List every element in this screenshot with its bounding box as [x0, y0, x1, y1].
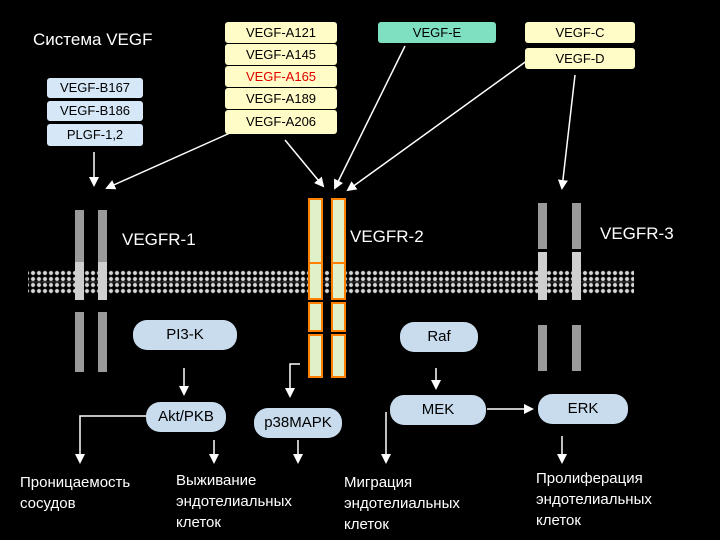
- outcome-permeability: Проницаемость сосудов: [20, 472, 130, 514]
- arrow-e-to-r2: [334, 45, 406, 190]
- receptor-label-vegfr2: VEGFR-2: [350, 227, 424, 246]
- ligand-vegf-b167: VEGF-B167: [47, 78, 143, 98]
- outcome-migration-line2: эндотелиальных: [344, 495, 460, 512]
- outcome-migration-line1: Миграция: [344, 474, 413, 491]
- outcome-permeability-line1: Проницаемость: [20, 474, 131, 491]
- node-akt-pkb: Akt/PKB: [146, 402, 226, 432]
- outcome-survival-line2: эндотелиальных: [176, 493, 292, 510]
- outcome-survival: Выживание эндотелиальных клеток: [176, 470, 292, 533]
- node-p38mapk: p38MAPK: [254, 408, 342, 438]
- outcome-migration-line3: клеток: [344, 516, 389, 533]
- outcome-proliferation: Пролиферация эндотелиальных клеток: [536, 468, 652, 531]
- node-raf: Raf: [400, 322, 478, 352]
- outcome-survival-line3: клеток: [176, 514, 221, 531]
- ligand-vegf-a145: VEGF-A145: [225, 44, 337, 65]
- vegfr2-receptor: [308, 198, 346, 378]
- vegfr3-receptor: [538, 203, 581, 371]
- ligand-vegf-a165: VEGF-A165: [225, 66, 337, 87]
- vegfr1-receptor: [75, 210, 107, 372]
- arrow-r2-p38: [285, 363, 300, 398]
- node-pi3k: PI3-K: [133, 320, 237, 350]
- receptor-label-vegfr3: VEGFR-3: [600, 224, 674, 243]
- ligand-arrows: [89, 45, 576, 192]
- outcome-proliferation-line2: эндотелиальных: [536, 491, 652, 508]
- arrow-cd-to-r2: [346, 59, 529, 192]
- arrow-a-to-r1: [105, 132, 231, 190]
- ligand-plgf: PLGF-1,2: [47, 124, 143, 146]
- receptor-label-vegfr1: VEGFR-1: [122, 230, 196, 249]
- arrow-a-to-r2: [284, 139, 325, 188]
- outcome-migration: Миграция эндотелиальных клеток: [344, 472, 460, 535]
- ligand-vegf-e: VEGF-E: [378, 22, 496, 43]
- node-mek: MEK: [390, 395, 486, 425]
- diagram-title: Система VEGF: [33, 30, 153, 49]
- outcome-proliferation-line3: клеток: [536, 512, 581, 529]
- arrow-cd-to-r3: [557, 74, 576, 190]
- ligand-vegf-c: VEGF-C: [525, 22, 635, 43]
- ligand-vegf-a206: VEGF-A206: [225, 110, 337, 134]
- ligand-vegf-d: VEGF-D: [525, 48, 635, 69]
- ligand-vegf-b186: VEGF-B186: [47, 101, 143, 121]
- node-erk: ERK: [538, 394, 628, 424]
- ligand-vegf-a121: VEGF-A121: [225, 22, 337, 43]
- outcome-proliferation-line1: Пролиферация: [536, 470, 643, 487]
- arrow-akt-permeability: [75, 415, 146, 464]
- outcome-survival-line1: Выживание: [176, 472, 257, 489]
- outcome-permeability-line2: сосудов: [20, 495, 76, 512]
- ligand-vegf-a189: VEGF-A189: [225, 88, 337, 109]
- signaling-arrows: [75, 363, 567, 464]
